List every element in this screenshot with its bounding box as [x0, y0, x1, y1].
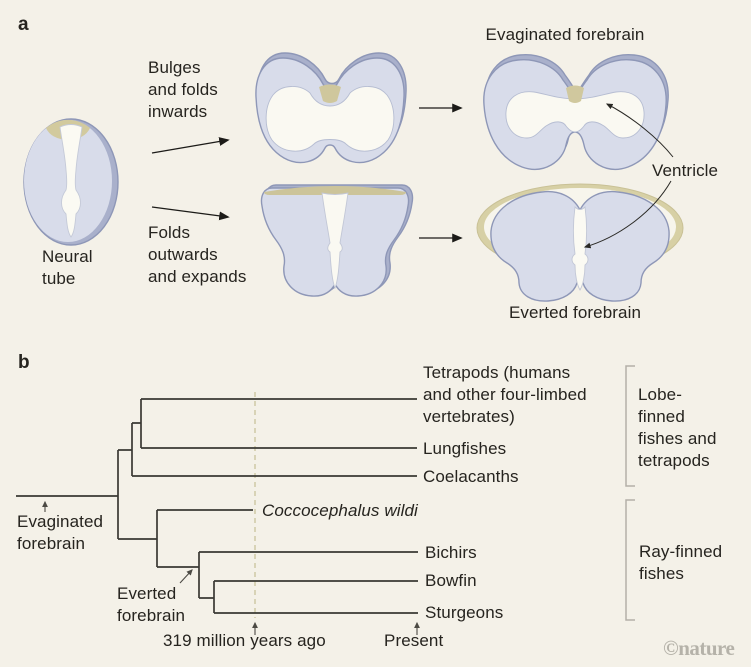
arrow-bulges-inwards: [151, 137, 230, 154]
taxon-label-coccocephalus-wildi: Coccocephalus wildi: [262, 501, 418, 520]
taxon-label-lungfishes: Lungfishes: [423, 439, 507, 458]
evaginated-forebrain-label: Evaginated forebrain: [485, 25, 645, 44]
taxon-label-tetrapods: Tetrapods (humans and other four-limbed …: [423, 363, 587, 426]
ray-finned-bracket: [625, 499, 635, 621]
taxon-label-bichirs: Bichirs: [425, 543, 477, 562]
ventricle-label: Ventricle: [652, 161, 719, 180]
ventricle-arrow-top-icon: [605, 103, 674, 158]
evaginated-ventricle-shape: [505, 91, 645, 139]
neural-tube-illustration: [23, 118, 119, 246]
ventricle-arrow-bottom-icon: [583, 180, 672, 249]
everted-annotation-arrow-icon: [179, 569, 193, 584]
lobe-finned-bracket: [625, 365, 635, 487]
annotation-everted-forebrain: Everted forebrain: [117, 584, 185, 625]
arrow-folds-outwards: [151, 206, 230, 221]
nature-logo: ©nature: [663, 636, 735, 660]
evaginating-brain-stage-illustration: [255, 52, 407, 164]
taxon-label-bowfin: Bowfin: [425, 571, 477, 590]
taxon-label-sturgeons: Sturgeons: [425, 603, 504, 622]
present-label: Present: [384, 631, 444, 650]
everted-ventricle-shape: [571, 206, 589, 291]
everted-forebrain-illustration: [476, 183, 684, 302]
panel-a-label: a: [18, 14, 29, 35]
everted-forebrain-label: Everted forebrain: [508, 303, 642, 322]
evaginated-forebrain-illustration: [483, 54, 669, 170]
neural-tube-label: Neural tube: [42, 247, 93, 288]
taxon-label-coelacanths: Coelacanths: [423, 467, 519, 486]
process-label-folds: Folds outwards and expands: [148, 223, 247, 286]
everting-brain-stage-illustration: [260, 184, 414, 297]
clade-label-ray-finned: Ray-finned fishes: [639, 542, 723, 583]
panel-b-label: b: [18, 352, 30, 373]
phylogenetic-tree-lines: [16, 398, 418, 614]
clade-label-lobe-finned: Lobe- finned fishes and tetrapods: [638, 385, 717, 470]
neural-tube-ventricle-slit: [59, 124, 83, 238]
process-label-bulges: Bulges and folds inwards: [148, 58, 218, 121]
annotation-evaginated-forebrain: Evaginated forebrain: [17, 512, 104, 553]
time-marker-label: 319 million years ago: [163, 631, 326, 650]
